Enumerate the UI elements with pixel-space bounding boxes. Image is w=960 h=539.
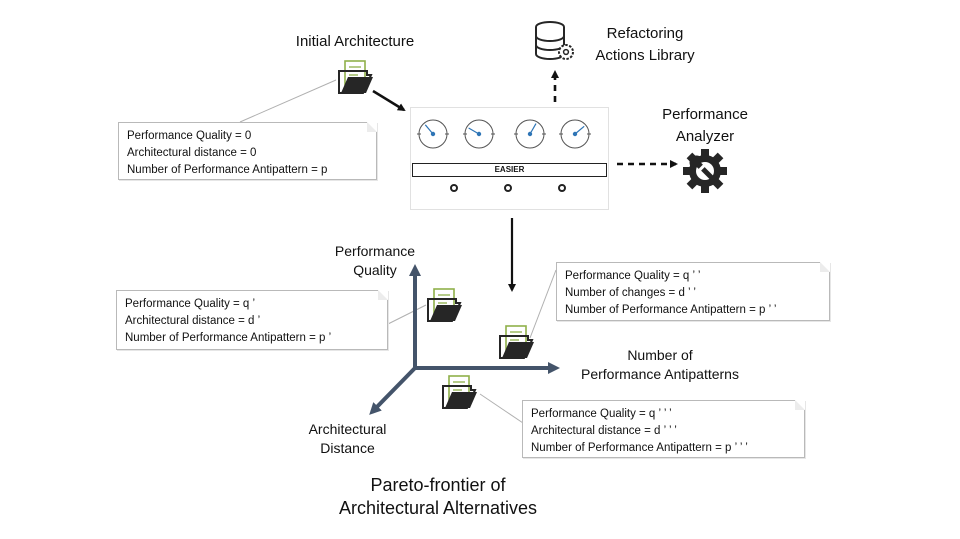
dial-icon (514, 118, 546, 150)
axis-distance-label: Architectural Distance (308, 421, 387, 456)
document-folder-icon (338, 60, 374, 94)
note-initial: Performance Quality = 0 Architectural di… (118, 122, 377, 180)
document-folder-icon (427, 288, 463, 322)
refactoring-library-label: Refactoring Actions Library (595, 25, 695, 64)
dial-icon (417, 118, 449, 150)
initial-architecture-label: Initial Architecture (295, 33, 415, 50)
connector-initial (239, 79, 337, 123)
axis-architectural-distance (369, 366, 417, 415)
database-gear-icon (535, 21, 574, 60)
pareto-caption: Pareto-frontier of Architectural Alterna… (338, 475, 538, 518)
dial-icon (559, 118, 591, 150)
note-right-bottom: Performance Quality = q ’ ’ ’ Architectu… (522, 400, 805, 458)
document-folder-icon (442, 375, 478, 409)
easier-tool-panel: EASIER (410, 107, 609, 210)
connector-right-top (529, 269, 557, 339)
axis-quality-label: Performance Quality (334, 243, 416, 278)
document-folder-icon (499, 325, 535, 359)
connector-left (387, 304, 427, 325)
knob-icon (450, 184, 458, 192)
dial-icon (463, 118, 495, 150)
knob-icon (504, 184, 512, 192)
note-right-top: Performance Quality = q ’ ’ Number of ch… (556, 262, 830, 321)
connector-right-bottom (479, 393, 527, 426)
performance-analyzer-label: Performance Analyzer (662, 106, 748, 145)
knob-icon (558, 184, 566, 192)
note-left: Performance Quality = q ’ Architectural … (116, 290, 388, 350)
arrow-initial-to-tool (372, 89, 406, 112)
tool-title: EASIER (412, 163, 607, 177)
axis-antipatterns-label: Number of Performance Antipatterns (581, 347, 739, 382)
gear-wrench-icon (683, 149, 727, 193)
